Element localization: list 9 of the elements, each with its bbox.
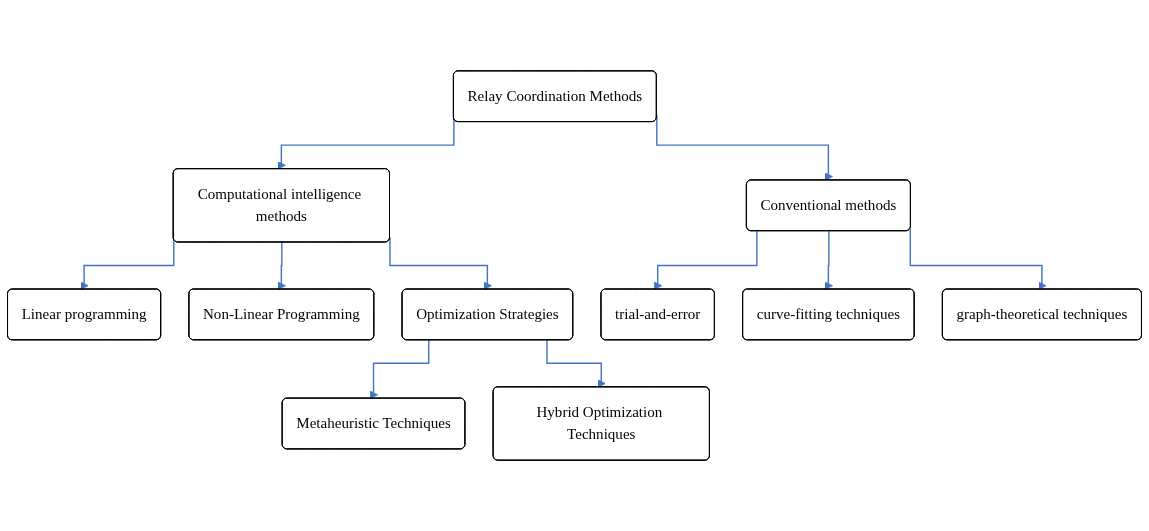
- arrow: [546, 339, 606, 388]
- arrow: [80, 238, 175, 290]
- arrow: [369, 339, 430, 399]
- arrow: [656, 114, 833, 181]
- arrow: [277, 241, 286, 290]
- arrow: [909, 228, 1047, 290]
- arrow: [389, 236, 492, 290]
- arrow: [824, 230, 833, 290]
- arrow: [653, 230, 758, 290]
